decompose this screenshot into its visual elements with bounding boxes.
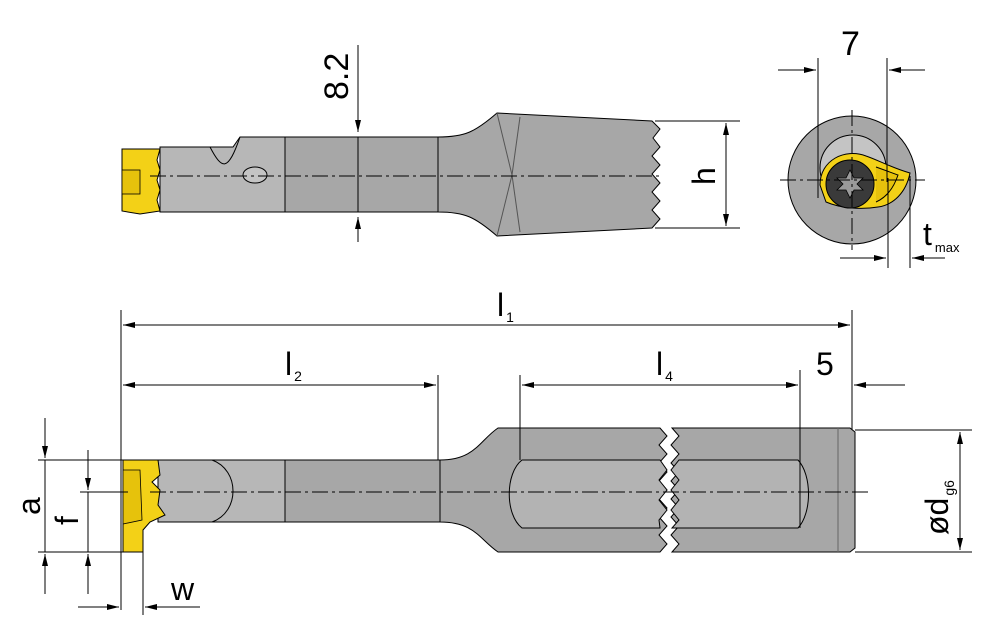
side-bar <box>157 459 286 523</box>
top-bar <box>159 136 286 213</box>
side-neck <box>284 459 441 523</box>
dim-8-2-label: 8.2 <box>318 53 356 100</box>
dim-w-label: w <box>170 571 195 607</box>
side-flat <box>508 459 668 529</box>
dim-a-label: a <box>11 497 47 515</box>
dim-h-label: h <box>686 167 722 185</box>
dim-7-label: 7 <box>841 25 860 63</box>
top-neck <box>284 136 439 213</box>
dim-f-label: f <box>49 516 85 525</box>
dim-5-label: 5 <box>816 346 834 382</box>
dim-d-label: ødg6 <box>919 480 957 535</box>
top-shank <box>437 112 661 237</box>
top-view: 8.2 h <box>121 45 740 242</box>
top-insert[interactable] <box>121 148 161 215</box>
